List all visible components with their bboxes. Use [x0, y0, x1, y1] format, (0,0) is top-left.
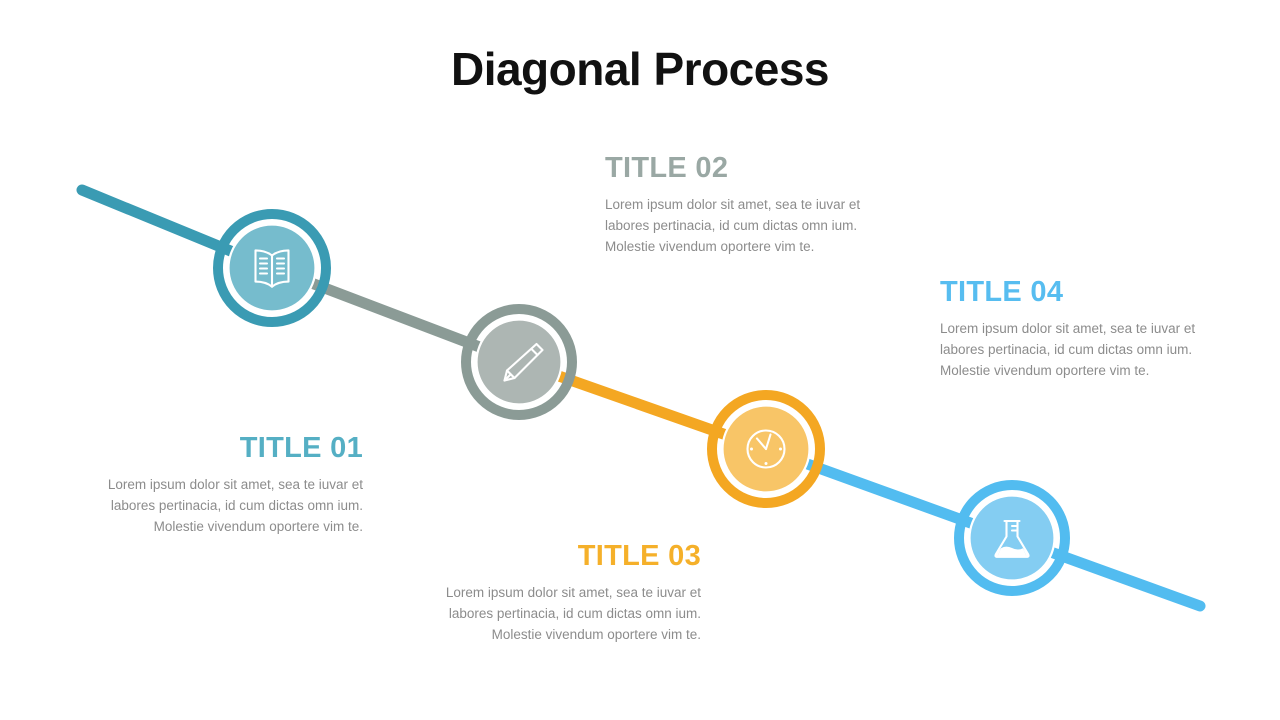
- step-text-block-2: TITLE 02 Lorem ipsum dolor sit amet, sea…: [605, 152, 885, 258]
- process-node-1[interactable]: [213, 209, 331, 327]
- pencil-icon: [503, 342, 544, 382]
- process-node-3[interactable]: [707, 390, 825, 508]
- process-node-4[interactable]: [954, 480, 1070, 596]
- step-2-body: Lorem ipsum dolor sit amet, sea te iuvar…: [605, 197, 861, 255]
- step-text-block-3: TITLE 03 Lorem ipsum dolor sit amet, sea…: [421, 540, 701, 646]
- node-2-fill: [477, 320, 561, 404]
- node-3-outer-ring: [707, 390, 825, 508]
- step-3-body: Lorem ipsum dolor sit amet, sea te iuvar…: [445, 585, 701, 643]
- book-icon: [254, 249, 290, 288]
- node-4-inner-ring: [968, 494, 1056, 582]
- step-4-body: Lorem ipsum dolor sit amet, sea te iuvar…: [940, 321, 1196, 379]
- step-2-title: TITLE 02: [605, 152, 729, 184]
- step-4-title: TITLE 04: [940, 276, 1064, 308]
- step-1-body: Lorem ipsum dolor sit amet, sea te iuvar…: [107, 477, 363, 535]
- node-4-outer-ring: [954, 480, 1070, 596]
- step-text-block-1: TITLE 01 Lorem ipsum dolor sit amet, sea…: [83, 432, 363, 538]
- clock-icon: [746, 429, 786, 469]
- step-1-title: TITLE 01: [239, 432, 363, 464]
- node-3-inner-ring: [721, 404, 811, 494]
- page-title: Diagonal Process: [450, 43, 830, 95]
- step-text-block-4: TITLE 04 Lorem ipsum dolor sit amet, sea…: [940, 276, 1220, 382]
- node-4-fill: [970, 496, 1054, 580]
- node-1-inner-ring: [227, 223, 317, 313]
- process-node-2[interactable]: [461, 304, 577, 420]
- flask-icon: [994, 519, 1030, 558]
- step-3-title: TITLE 03: [577, 540, 701, 572]
- node-1-outer-ring: [213, 209, 331, 327]
- node-2-inner-ring: [475, 318, 563, 406]
- node-2-outer-ring: [461, 304, 577, 420]
